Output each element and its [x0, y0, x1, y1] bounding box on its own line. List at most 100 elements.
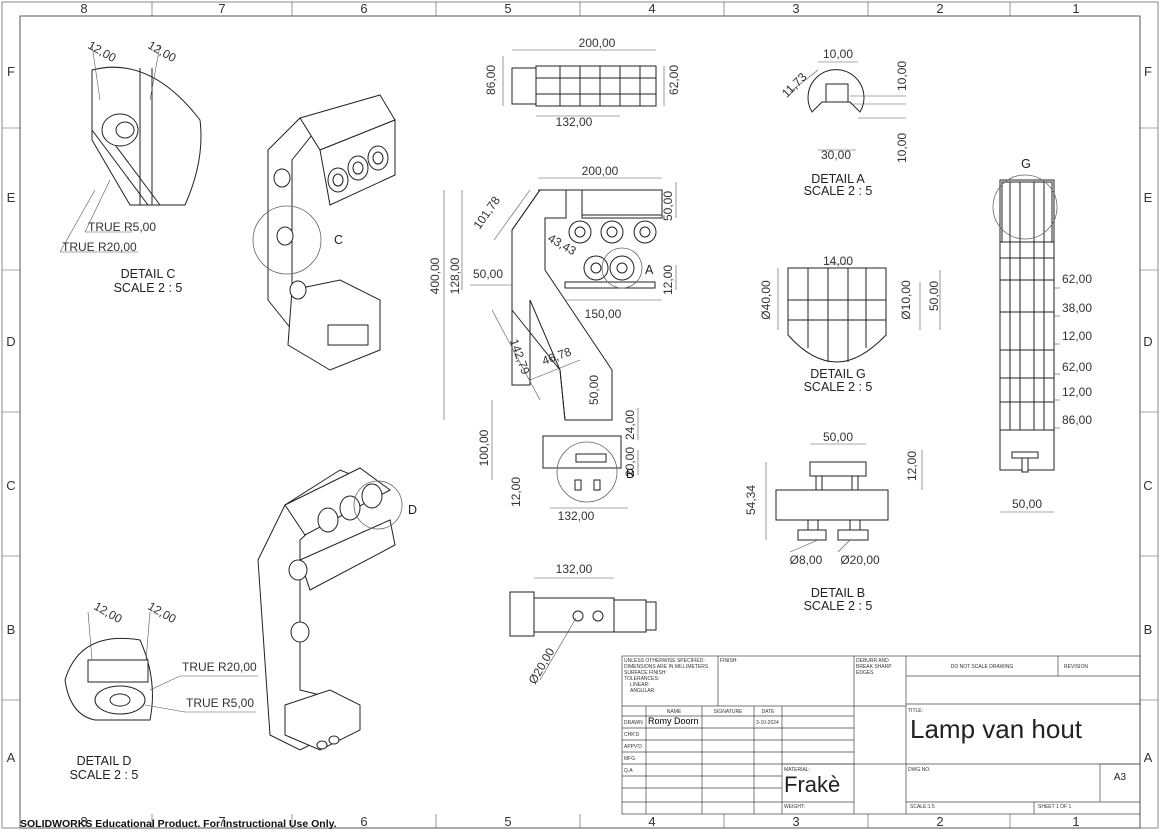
- zone-col-6-bottom: 6: [360, 814, 367, 829]
- detail-b-dim-54-34: 54,34: [744, 485, 758, 515]
- front-view-12: 12,00: [661, 265, 675, 295]
- detail-g-title: DETAIL G: [810, 367, 866, 381]
- zone-row-f-right: F: [1144, 64, 1152, 79]
- tb-note-4: TOLERANCES:: [624, 676, 659, 682]
- callout-d: D: [408, 503, 417, 517]
- tb-header-date: DATE: [762, 709, 776, 715]
- side-view-50: 50,00: [1012, 497, 1042, 511]
- detail-a-dim-10-lower: 10,00: [895, 133, 909, 163]
- tb-drawn-name: Romy Doorn: [648, 716, 699, 726]
- detail-c-title: DETAIL C: [121, 267, 176, 281]
- detail-a-dim-10-top: 10,00: [823, 47, 853, 61]
- tb-header-name: NAME: [667, 709, 682, 715]
- detail-g-dim-14: 14,00: [823, 254, 853, 268]
- front-view-50-lower: 50,00: [587, 375, 601, 405]
- detail-b-view: [765, 443, 923, 553]
- front-view-200: 200,00: [582, 164, 619, 178]
- zone-row-c: C: [6, 478, 15, 493]
- zone-col-4: 4: [648, 1, 655, 16]
- detail-b-dim-50: 50,00: [823, 430, 853, 444]
- tb-row-drawn: DRAWN: [624, 720, 643, 726]
- top-view-62: 62,00: [667, 65, 681, 95]
- callout-a: A: [645, 263, 654, 277]
- detail-a-view: [789, 61, 906, 151]
- detail-c-dim-2: 12,00: [145, 38, 178, 65]
- callout-b: B: [626, 467, 634, 481]
- callout-g: G: [1021, 157, 1031, 171]
- front-view-101-78: 101,78: [470, 193, 503, 231]
- tb-do-not-scale: DO NOT SCALE DRAWING: [951, 664, 1014, 670]
- detail-d-scale: SCALE 2 : 5: [70, 768, 139, 782]
- front-view-24: 24,00: [623, 410, 637, 440]
- tb-deburr-1: DEBURR AND: [856, 658, 889, 664]
- side-view-62-a: 62,00: [1062, 272, 1092, 286]
- zone-row-e: E: [7, 190, 16, 205]
- side-view: [992, 174, 1060, 513]
- detail-d-dim-1: 12,00: [91, 599, 124, 626]
- side-view-12-a: 12,00: [1062, 329, 1092, 343]
- front-view-400: 400,00: [428, 257, 442, 294]
- zone-row-f: F: [7, 64, 15, 79]
- front-view-100: 100,00: [477, 429, 491, 466]
- zone-col-2-bottom: 2: [936, 814, 943, 829]
- zone-row-d-right: D: [1143, 334, 1152, 349]
- front-view-150: 150,00: [585, 307, 622, 321]
- zone-col-7-bottom: 7: [218, 814, 225, 829]
- tb-sheet: SHEET 1 OF 1: [1038, 804, 1071, 810]
- isometric-view-bottom: [257, 467, 403, 751]
- tb-material-label: MATERIAL:: [784, 767, 810, 773]
- tb-note-2: DIMENSIONS ARE IN MILLIMETERS: [624, 664, 709, 670]
- side-view-38: 38,00: [1062, 301, 1092, 315]
- tb-note-1: UNLESS OTHERWISE SPECIFIED:: [624, 658, 705, 664]
- tb-row-qa: Q.A: [624, 768, 633, 774]
- tb-row-chkd: CHK'D: [624, 732, 640, 738]
- detail-c-view: [59, 44, 202, 253]
- side-view-12-b: 12,00: [1062, 385, 1092, 399]
- zone-col-6: 6: [360, 1, 367, 16]
- zone-col-7: 7: [218, 1, 225, 16]
- detail-g-scale: SCALE 2 : 5: [804, 380, 873, 394]
- bottom-view-dia-20: Ø20,00: [526, 645, 558, 686]
- detail-d-dim-r5: TRUE R5,00: [186, 696, 254, 710]
- detail-b-scale: SCALE 2 : 5: [804, 599, 873, 613]
- detail-g-dim-dia-10: Ø10,00: [899, 280, 913, 320]
- detail-c-scale: SCALE 2 : 5: [114, 281, 183, 295]
- front-view-50-top: 50,00: [661, 191, 675, 221]
- tb-row-mfg: MFG: [624, 756, 635, 762]
- front-view: [443, 177, 677, 509]
- detail-d-dim-2: 12,00: [145, 599, 178, 626]
- zone-col-3: 3: [792, 1, 799, 16]
- detail-b-title: DETAIL B: [811, 586, 865, 600]
- detail-a-dim-30: 30,00: [821, 148, 851, 162]
- detail-d-view: [64, 611, 258, 721]
- tb-title-label: TITLE:: [908, 708, 923, 714]
- educational-watermark: SOLIDWORKS Educational Product. For Inst…: [20, 818, 337, 830]
- zone-col-3-bottom: 3: [792, 814, 799, 829]
- detail-g-dim-50: 50,00: [927, 281, 941, 311]
- detail-a-dim-10-right: 10,00: [895, 61, 909, 91]
- side-view-62-b: 62,00: [1062, 360, 1092, 374]
- zone-col-5-bottom: 5: [504, 814, 511, 829]
- front-view-132: 132,00: [558, 509, 595, 523]
- detail-a-dim-11-73: 11,73: [779, 70, 810, 101]
- zone-col-2: 2: [936, 1, 943, 16]
- detail-a-title: DETAIL A: [811, 172, 865, 186]
- zone-row-b-right: B: [1144, 622, 1153, 637]
- detail-d-dim-r20: TRUE R20,00: [182, 660, 257, 674]
- zone-row-e-right: E: [1144, 190, 1153, 205]
- isometric-view-top: [252, 94, 396, 371]
- zone-col-4-bottom: 4: [648, 814, 655, 829]
- side-view-86: 86,00: [1062, 413, 1092, 427]
- zone-row-c-right: C: [1143, 478, 1152, 493]
- tb-deburr-2: BREAK SHARP: [856, 664, 892, 670]
- drawing-title: Lamp van hout: [910, 714, 1083, 744]
- tb-note-6: ANGULAR:: [630, 688, 656, 694]
- detail-b-dim-dia-8: Ø8,00: [790, 553, 823, 567]
- detail-b-dim-dia-20: Ø20,00: [840, 553, 880, 567]
- detail-c-dim-r20: TRUE R20,00: [62, 240, 137, 254]
- front-view-128: 128,00: [448, 257, 462, 294]
- top-view-132: 132,00: [556, 115, 593, 129]
- tb-revision-label: REVISION: [1064, 664, 1088, 670]
